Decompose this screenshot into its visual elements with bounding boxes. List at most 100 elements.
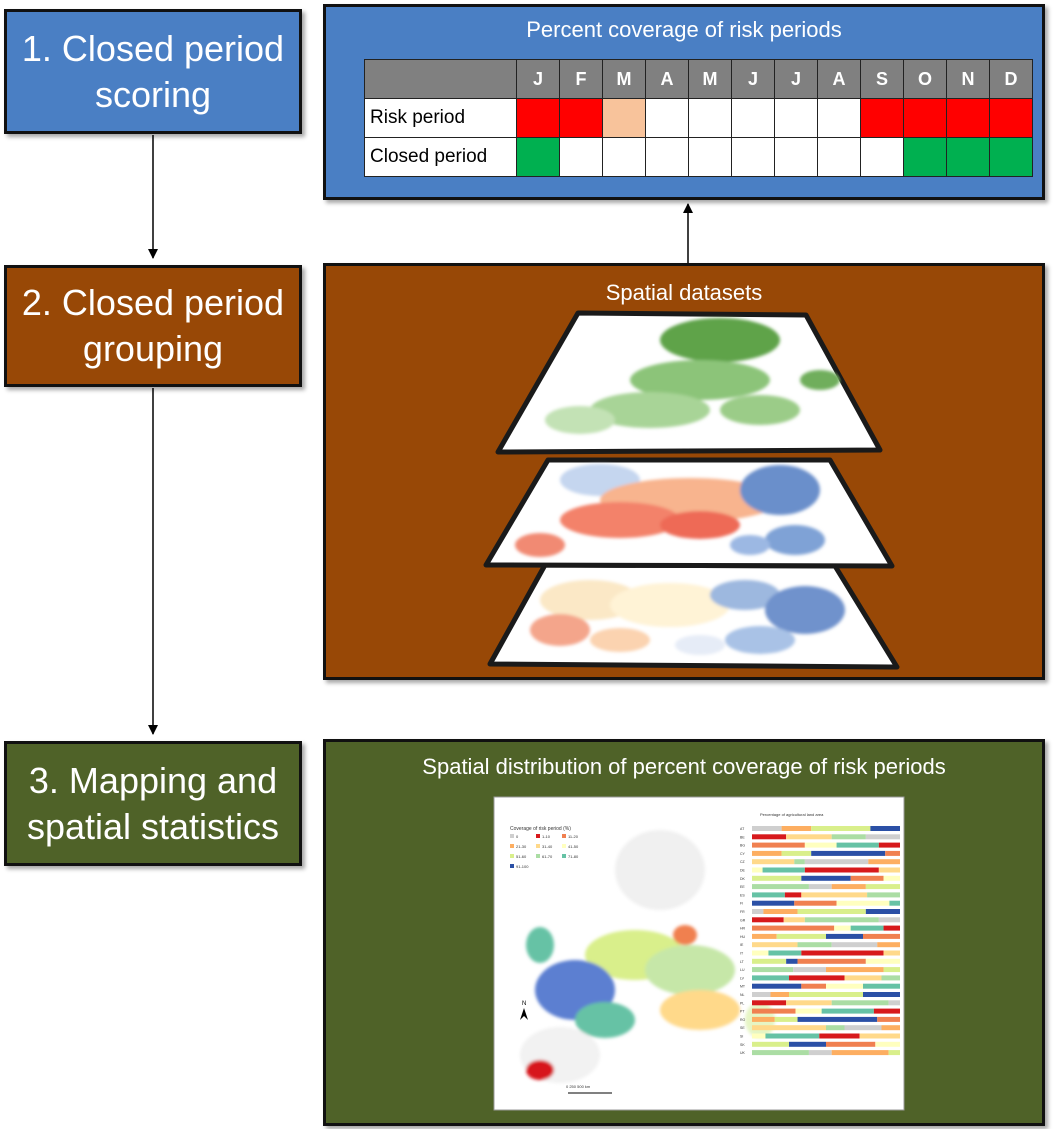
bar-segment: [888, 1000, 900, 1006]
bar-segment: [889, 900, 900, 906]
bar-segment: [811, 826, 871, 831]
month-header: A: [645, 59, 689, 99]
bar-segment: [752, 867, 763, 873]
bar-segment: [819, 1033, 860, 1039]
spatial-datasets-title: Spatial datasets: [605, 280, 763, 305]
bar-segment: [793, 967, 826, 973]
risk-period-panel: Percent coverage of risk periods J F M A…: [323, 4, 1045, 200]
bar-segment: [834, 925, 851, 931]
bar-segment: [752, 958, 787, 964]
step-3-label: 3. Mapping and spatial statistics: [26, 759, 280, 847]
bar-segment: [867, 892, 900, 898]
bar-segment: [794, 900, 837, 906]
bar-segment: [774, 1016, 798, 1022]
bar-segment: [881, 1025, 900, 1031]
bar-segment: [752, 1025, 826, 1031]
bar-country-label: SK: [740, 1043, 745, 1047]
legend-swatch: [536, 854, 540, 858]
spatial-distribution-title: Spatial distribution of percent coverage…: [422, 754, 946, 779]
month-cell: [559, 98, 603, 138]
bar-segment: [794, 859, 805, 865]
bar-segment: [831, 942, 878, 948]
bar-segment: [781, 826, 812, 831]
bar-country-label: SI: [740, 1035, 743, 1039]
month-cell: [645, 137, 689, 177]
bar-segment: [752, 1041, 789, 1047]
month-header: A: [817, 59, 861, 99]
bar-segment: [883, 875, 900, 881]
north-arrow-label: N: [522, 1001, 526, 1007]
month-header: F: [559, 59, 603, 99]
legend-label: 0: [516, 834, 519, 839]
month-cell: [731, 98, 775, 138]
bar-segment: [881, 975, 900, 981]
bar-country-label: NL: [740, 993, 745, 997]
bar-segment: [776, 933, 826, 939]
month-header-row: J F M A M J J A S O N D: [364, 59, 1033, 99]
month-cell: [731, 137, 775, 177]
legend-label: 51-60: [516, 854, 527, 859]
bar-segment: [826, 1025, 845, 1031]
bar-segment: [752, 826, 782, 831]
bar-segment: [783, 917, 805, 923]
legend-label: 41-50: [568, 844, 579, 849]
bar-segment: [789, 1041, 826, 1047]
row-label: Closed period: [364, 137, 517, 177]
month-cell: [688, 98, 732, 138]
legend-label: 31-40: [542, 844, 553, 849]
bar-country-label: LT: [740, 960, 745, 964]
bar-segment: [752, 842, 805, 848]
bar-segment: [831, 1050, 889, 1056]
bar-country-label: UK: [740, 1051, 746, 1055]
bar-segment: [865, 958, 900, 964]
bar-country-label: ES: [740, 893, 745, 897]
bar-segment: [821, 1008, 874, 1014]
bar-segment: [878, 917, 900, 923]
bar-country-label: HU: [740, 935, 746, 939]
bar-segment: [804, 859, 869, 865]
risk-period-panel-title: Percent coverage of risk periods: [526, 17, 842, 42]
legend-swatch: [510, 854, 514, 858]
legend-label: 71-80: [568, 854, 579, 859]
bar-segment: [752, 1000, 787, 1006]
bar-segment: [789, 992, 863, 997]
legend-swatch: [510, 834, 514, 838]
bar-segment: [752, 834, 787, 840]
bar-segment: [786, 834, 832, 840]
bar-segment: [786, 958, 798, 964]
bar-segment: [752, 1050, 809, 1056]
step-mapping-spatial-statistics: 3. Mapping and spatial statistics: [4, 741, 302, 866]
legend-label: 11-20: [568, 834, 579, 839]
month-cell: [946, 98, 990, 138]
bar-segment: [826, 1041, 876, 1047]
bar-segment: [786, 1000, 832, 1006]
bar-segment: [826, 983, 863, 989]
bar-segment: [770, 992, 789, 997]
bar-segment: [804, 867, 879, 873]
bar-segment: [865, 884, 900, 890]
month-cell: [817, 98, 861, 138]
bar-segment: [795, 1008, 822, 1014]
bar-segment: [752, 942, 798, 948]
legend-swatch: [510, 844, 514, 848]
bar-chart-title: Percentage of agricultural land area: [760, 812, 824, 817]
step-2-label: 2. Closed period grouping: [21, 282, 285, 369]
bar-segment: [752, 1033, 766, 1039]
bar-country-label: BG: [740, 844, 745, 848]
legend-swatch: [510, 864, 514, 868]
bar-segment: [826, 967, 884, 973]
bar-country-label: PL: [740, 1001, 744, 1005]
bar-segment: [808, 1050, 832, 1056]
legend-swatch: [562, 844, 566, 848]
europe-coverage-map: [520, 830, 775, 1083]
bar-segment: [752, 992, 771, 997]
bar-segment: [836, 842, 879, 848]
bar-segment: [765, 1033, 820, 1039]
month-cell: [688, 137, 732, 177]
month-header: M: [602, 59, 646, 99]
bar-segment: [763, 909, 798, 914]
step-1-label: 1. Closed period scoring: [21, 27, 285, 115]
bar-segment: [826, 933, 863, 939]
bar-country-label: LU: [740, 968, 745, 972]
bar-segment: [752, 884, 809, 890]
